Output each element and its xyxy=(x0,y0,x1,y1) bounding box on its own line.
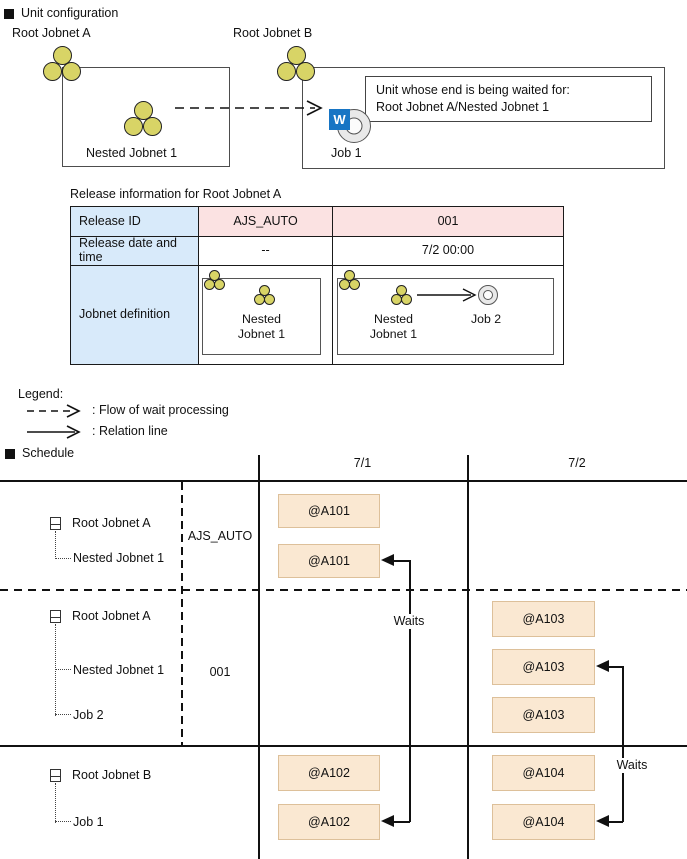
schedule-bar-a101-2: @A101 xyxy=(278,544,380,578)
flow-of-wait-arrow xyxy=(175,100,323,116)
group1-root-label: Root Jobnet A xyxy=(72,516,151,530)
jobnet-icon xyxy=(43,46,81,82)
jobnet-definition-header-cell: Jobnet definition xyxy=(70,264,199,365)
release-id-001-cell: 001 xyxy=(332,206,564,237)
group-separator-dashed-line xyxy=(0,589,687,591)
nested-jobnet-1-label: Nested Jobnet 1 xyxy=(86,146,178,160)
legend-solid-arrow-icon xyxy=(27,425,81,439)
schedule-bar-a101-1: @A101 xyxy=(278,494,380,528)
jobnet-icon xyxy=(204,269,226,291)
nested-jobnet-icon xyxy=(254,284,276,306)
date-column-header-7-1: 7/1 xyxy=(353,456,372,470)
tree-connector xyxy=(55,821,71,822)
section-marker-icon xyxy=(5,448,15,459)
schedule-bar-a103-1: @A103 xyxy=(492,601,595,637)
schedule-heading-label: Schedule xyxy=(22,446,75,460)
mini-jobnet-box xyxy=(337,277,554,355)
date-column-header-7-2: 7/2 xyxy=(568,456,586,470)
group2-release-id-label: 001 xyxy=(209,665,231,679)
legend-relation-label: : Relation line xyxy=(92,424,168,438)
waits-label-1: Waits xyxy=(383,614,435,629)
tree-connector xyxy=(55,669,71,670)
job-icon xyxy=(478,284,498,305)
tree-expand-icon xyxy=(50,610,61,623)
arrowhead-icon xyxy=(596,660,609,672)
tree-connector xyxy=(55,714,71,715)
group2-root-label: Root Jobnet A xyxy=(72,609,151,623)
release-date-001-cell: 7/2 00:00 xyxy=(332,236,564,266)
unit-configuration-heading: Unit configuration xyxy=(4,6,118,21)
callout-line1: Unit whose end is being waited for: xyxy=(376,83,570,97)
root-jobnet-a-label: Root Jobnet A xyxy=(12,26,91,40)
release-column-dashed-line xyxy=(181,482,183,745)
tree-connector xyxy=(55,558,71,559)
arrowhead-icon xyxy=(596,815,609,827)
schedule-heading: Schedule xyxy=(5,446,74,461)
tree-connector xyxy=(55,531,56,559)
group3-child-label: Job 1 xyxy=(73,815,104,829)
header-separator-line xyxy=(0,480,687,482)
unit-configuration-heading-label: Unit configuration xyxy=(21,6,119,20)
group-separator-line xyxy=(0,745,687,747)
job-2-label: Job 2 xyxy=(470,311,502,326)
job-1-label: Job 1 xyxy=(331,146,362,160)
schedule-bar-a103-2: @A103 xyxy=(492,649,595,685)
arrowhead-icon xyxy=(381,815,394,827)
schedule-bar-a102-2: @A102 xyxy=(278,804,380,840)
group3-root-label: Root Jobnet B xyxy=(72,768,152,782)
nested-jobnet-icon xyxy=(124,101,162,137)
callout-box: Unit whose end is being waited for: Root… xyxy=(365,76,652,122)
release-id-header-cell: Release ID xyxy=(70,206,199,237)
group1-release-id-label: AJS_AUTO xyxy=(187,529,253,543)
release-id-ajs-auto-cell: AJS_AUTO xyxy=(198,206,333,237)
arrowhead-icon xyxy=(381,554,394,566)
group1-child-label: Nested Jobnet 1 xyxy=(73,551,165,565)
schedule-bar-a103-3: @A103 xyxy=(492,697,595,733)
jobnet-definition-ajs-auto-cell: Nested Jobnet 1 xyxy=(198,264,333,365)
group2-child1-label: Nested Jobnet 1 xyxy=(73,663,165,677)
jobnet-icon xyxy=(277,46,315,82)
column-line-2 xyxy=(467,455,469,859)
waits-label-2: Waits xyxy=(604,758,660,773)
legend-dashed-arrow-icon xyxy=(27,404,81,418)
wait-condition-icon: W xyxy=(329,109,350,130)
jobnet-icon xyxy=(339,269,361,291)
nested-jobnet-1-label: Nested Jobnet 1 xyxy=(237,311,286,342)
callout-line2: Root Jobnet A/Nested Jobnet 1 xyxy=(376,100,550,114)
nested-jobnet-icon xyxy=(391,284,413,306)
relation-line-arrow xyxy=(417,287,477,302)
tree-expand-icon xyxy=(50,517,61,530)
release-date-ajs-auto-cell: -- xyxy=(198,236,333,266)
schedule-bar-a102-1: @A102 xyxy=(278,755,380,791)
legend-title: Legend: xyxy=(18,387,64,401)
section-marker-icon xyxy=(4,8,14,19)
tree-connector xyxy=(55,783,56,823)
schedule-bar-a104-2: @A104 xyxy=(492,804,595,840)
group2-child2-label: Job 2 xyxy=(73,708,104,722)
legend-flow-label: : Flow of wait processing xyxy=(92,403,229,417)
release-table: Release ID AJS_AUTO 001 Release date and… xyxy=(70,206,564,365)
release-date-header-cell: Release date and time xyxy=(70,236,199,266)
tree-connector xyxy=(55,624,56,716)
jobnet-definition-001-cell: Nested Jobnet 1 Job 2 xyxy=(332,264,564,365)
schedule-bar-a104-1: @A104 xyxy=(492,755,595,791)
release-table-title: Release information for Root Jobnet A xyxy=(70,187,282,201)
tree-expand-icon xyxy=(50,769,61,782)
root-jobnet-b-label: Root Jobnet B xyxy=(233,26,313,40)
column-line-1 xyxy=(258,455,260,859)
nested-jobnet-1-label: Nested Jobnet 1 xyxy=(369,311,418,342)
